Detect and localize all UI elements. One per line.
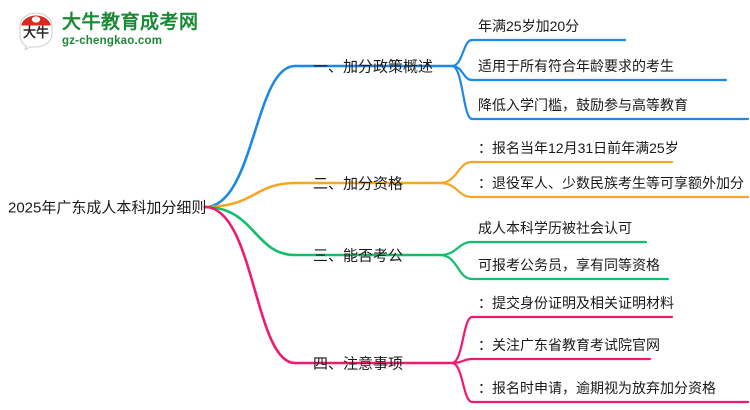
mindmap-root-node[interactable]: 2025年广东成人本科加分细则: [8, 199, 207, 217]
mindmap-branch-node[interactable]: 四、注意事项: [313, 355, 404, 373]
mindmap-leaf-node[interactable]: 年满25岁加20分: [478, 18, 580, 34]
connector-path: [203, 205, 297, 257]
mindmap-leaf-node[interactable]: 降低入学门槛，鼓励参与高等教育: [478, 97, 688, 113]
connector-path: [203, 181, 297, 209]
connector-path: [438, 181, 474, 199]
logo-mark-icon: 大牛: [16, 10, 56, 52]
mindmap-leaf-node[interactable]: ：提交身份证明及相关证明材料: [478, 295, 674, 311]
connector-path: [203, 64, 297, 209]
connector-path: [203, 205, 297, 365]
mindmap-leaf-node[interactable]: ：退役军人、少数民族考生等可享额外加分: [478, 175, 744, 191]
mindmap-leaf-node[interactable]: 成人本科学历被社会认可: [478, 220, 632, 236]
connector-path: [450, 315, 474, 365]
connector-path: [438, 240, 474, 257]
mindmap-leaf-node[interactable]: 适用于所有符合年龄要求的考生: [478, 58, 674, 74]
connector-path: [450, 361, 474, 404]
logo-title: 大牛教育成考网: [62, 11, 199, 33]
mindmap-leaf-node[interactable]: ：关注广东省教育考试院官网: [478, 337, 660, 353]
mindmap-leaf-node[interactable]: ：报名当年12月31日前年满25岁: [478, 140, 679, 156]
connector-path: [450, 38, 474, 68]
connector-path: [450, 64, 474, 82]
logo-subtitle: gz-chengkao.com: [62, 34, 163, 47]
mindmap-leaf-node[interactable]: 可报考公务员，享有同等资格: [478, 257, 660, 273]
site-logo: 大牛 大牛教育成考网 gz-chengkao.com: [16, 10, 199, 52]
connector-path: [438, 253, 474, 281]
mindmap-branch-node[interactable]: 二、加分资格: [313, 175, 404, 193]
connector-path: [438, 160, 474, 185]
connector-path: [450, 64, 474, 121]
mindmap-branch-node[interactable]: 一、加分政策概述: [313, 58, 434, 76]
mindmap-leaf-node[interactable]: ：报名时申请，逾期视为放弃加分资格: [478, 380, 716, 396]
svg-text:大牛: 大牛: [23, 25, 49, 40]
mindmap-branch-node[interactable]: 三、能否考公: [313, 247, 404, 265]
connector-path: [450, 357, 474, 365]
